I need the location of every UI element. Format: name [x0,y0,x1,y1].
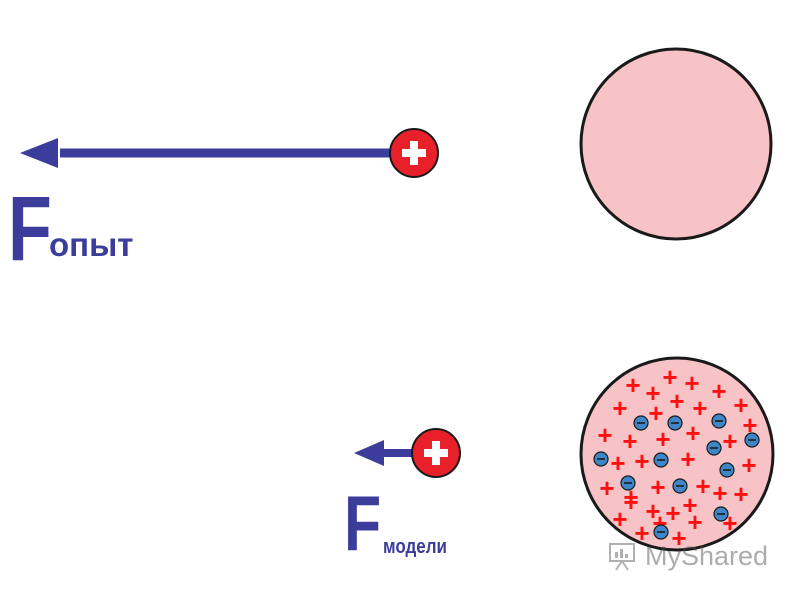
negative-charge [744,432,760,448]
negative-charge [633,415,649,431]
positive-charge-sign: + [622,426,637,456]
positive-charge-sign: + [645,496,660,526]
negative-charge [711,413,727,429]
watermark: MyShared [607,536,777,576]
model-force-symbol: F [344,479,382,567]
model-test-charge [411,428,461,478]
positive-charge-sign: + [612,393,627,423]
positive-charge-sign: + [684,368,699,398]
experiment-force-arrow [20,138,392,168]
experiment-test-charge [389,128,439,178]
model-sphere [579,356,775,552]
positive-charge-sign: + [599,473,614,503]
experiment-force-subscript: опыт [49,226,134,263]
positive-charge-sign: + [722,426,737,456]
positive-charge-sign: + [692,393,707,423]
positive-charge-sign: + [687,507,702,537]
positive-charge-sign: + [655,424,670,454]
positive-charge-sign: + [634,446,649,476]
positive-charge-sign: + [695,471,710,501]
positive-charge-sign: + [680,444,695,474]
positive-charge-sign: + [671,523,686,553]
negative-charge [719,462,735,478]
positive-charge-sign: + [634,518,649,548]
negative-charges-group [593,413,760,540]
positive-charge-sign: + [612,504,627,534]
positive-charge-sign: + [625,370,640,400]
positive-charge-sign: + [597,420,612,450]
positive-charge-sign: + [648,398,663,428]
model-force-subscript: модели [383,536,448,558]
uniform-sphere [579,47,773,241]
positive-charge-sign: + [733,390,748,420]
negative-charge [653,452,669,468]
positive-charge-sign: + [669,386,684,416]
positive-charge-sign: + [742,410,757,440]
experiment-force-symbol: F [8,178,52,280]
positive-charge-sign: + [685,418,700,448]
negative-charge [672,478,688,494]
negative-charge [653,524,669,540]
negative-charge [620,475,636,491]
positive-charge-sign: + [650,472,665,502]
presentation-board-icon [609,543,635,571]
negative-charge [667,415,683,431]
model-force-arrow [354,440,414,466]
negative-charge [713,506,729,522]
positive-charge-sign: + [610,448,625,478]
positive-charge-sign: + [711,376,726,406]
positive-charge-sign: + [712,478,727,508]
positive-charge-sign: + [741,450,756,480]
positive-charge-sign: + [665,498,680,528]
watermark-text: MyShared [645,540,769,571]
negative-charge [593,451,609,467]
positive-charge-sign: + [662,362,677,392]
positive-charge-sign: + [645,378,660,408]
positive-charge-sign: + [733,479,748,509]
negative-charge [706,440,722,456]
positive-charge-sign: + [623,487,638,517]
positive-charges-group: ++++++++++++++++++++++++++++++++++++ [597,362,757,553]
positive-charge-sign: + [682,490,697,520]
